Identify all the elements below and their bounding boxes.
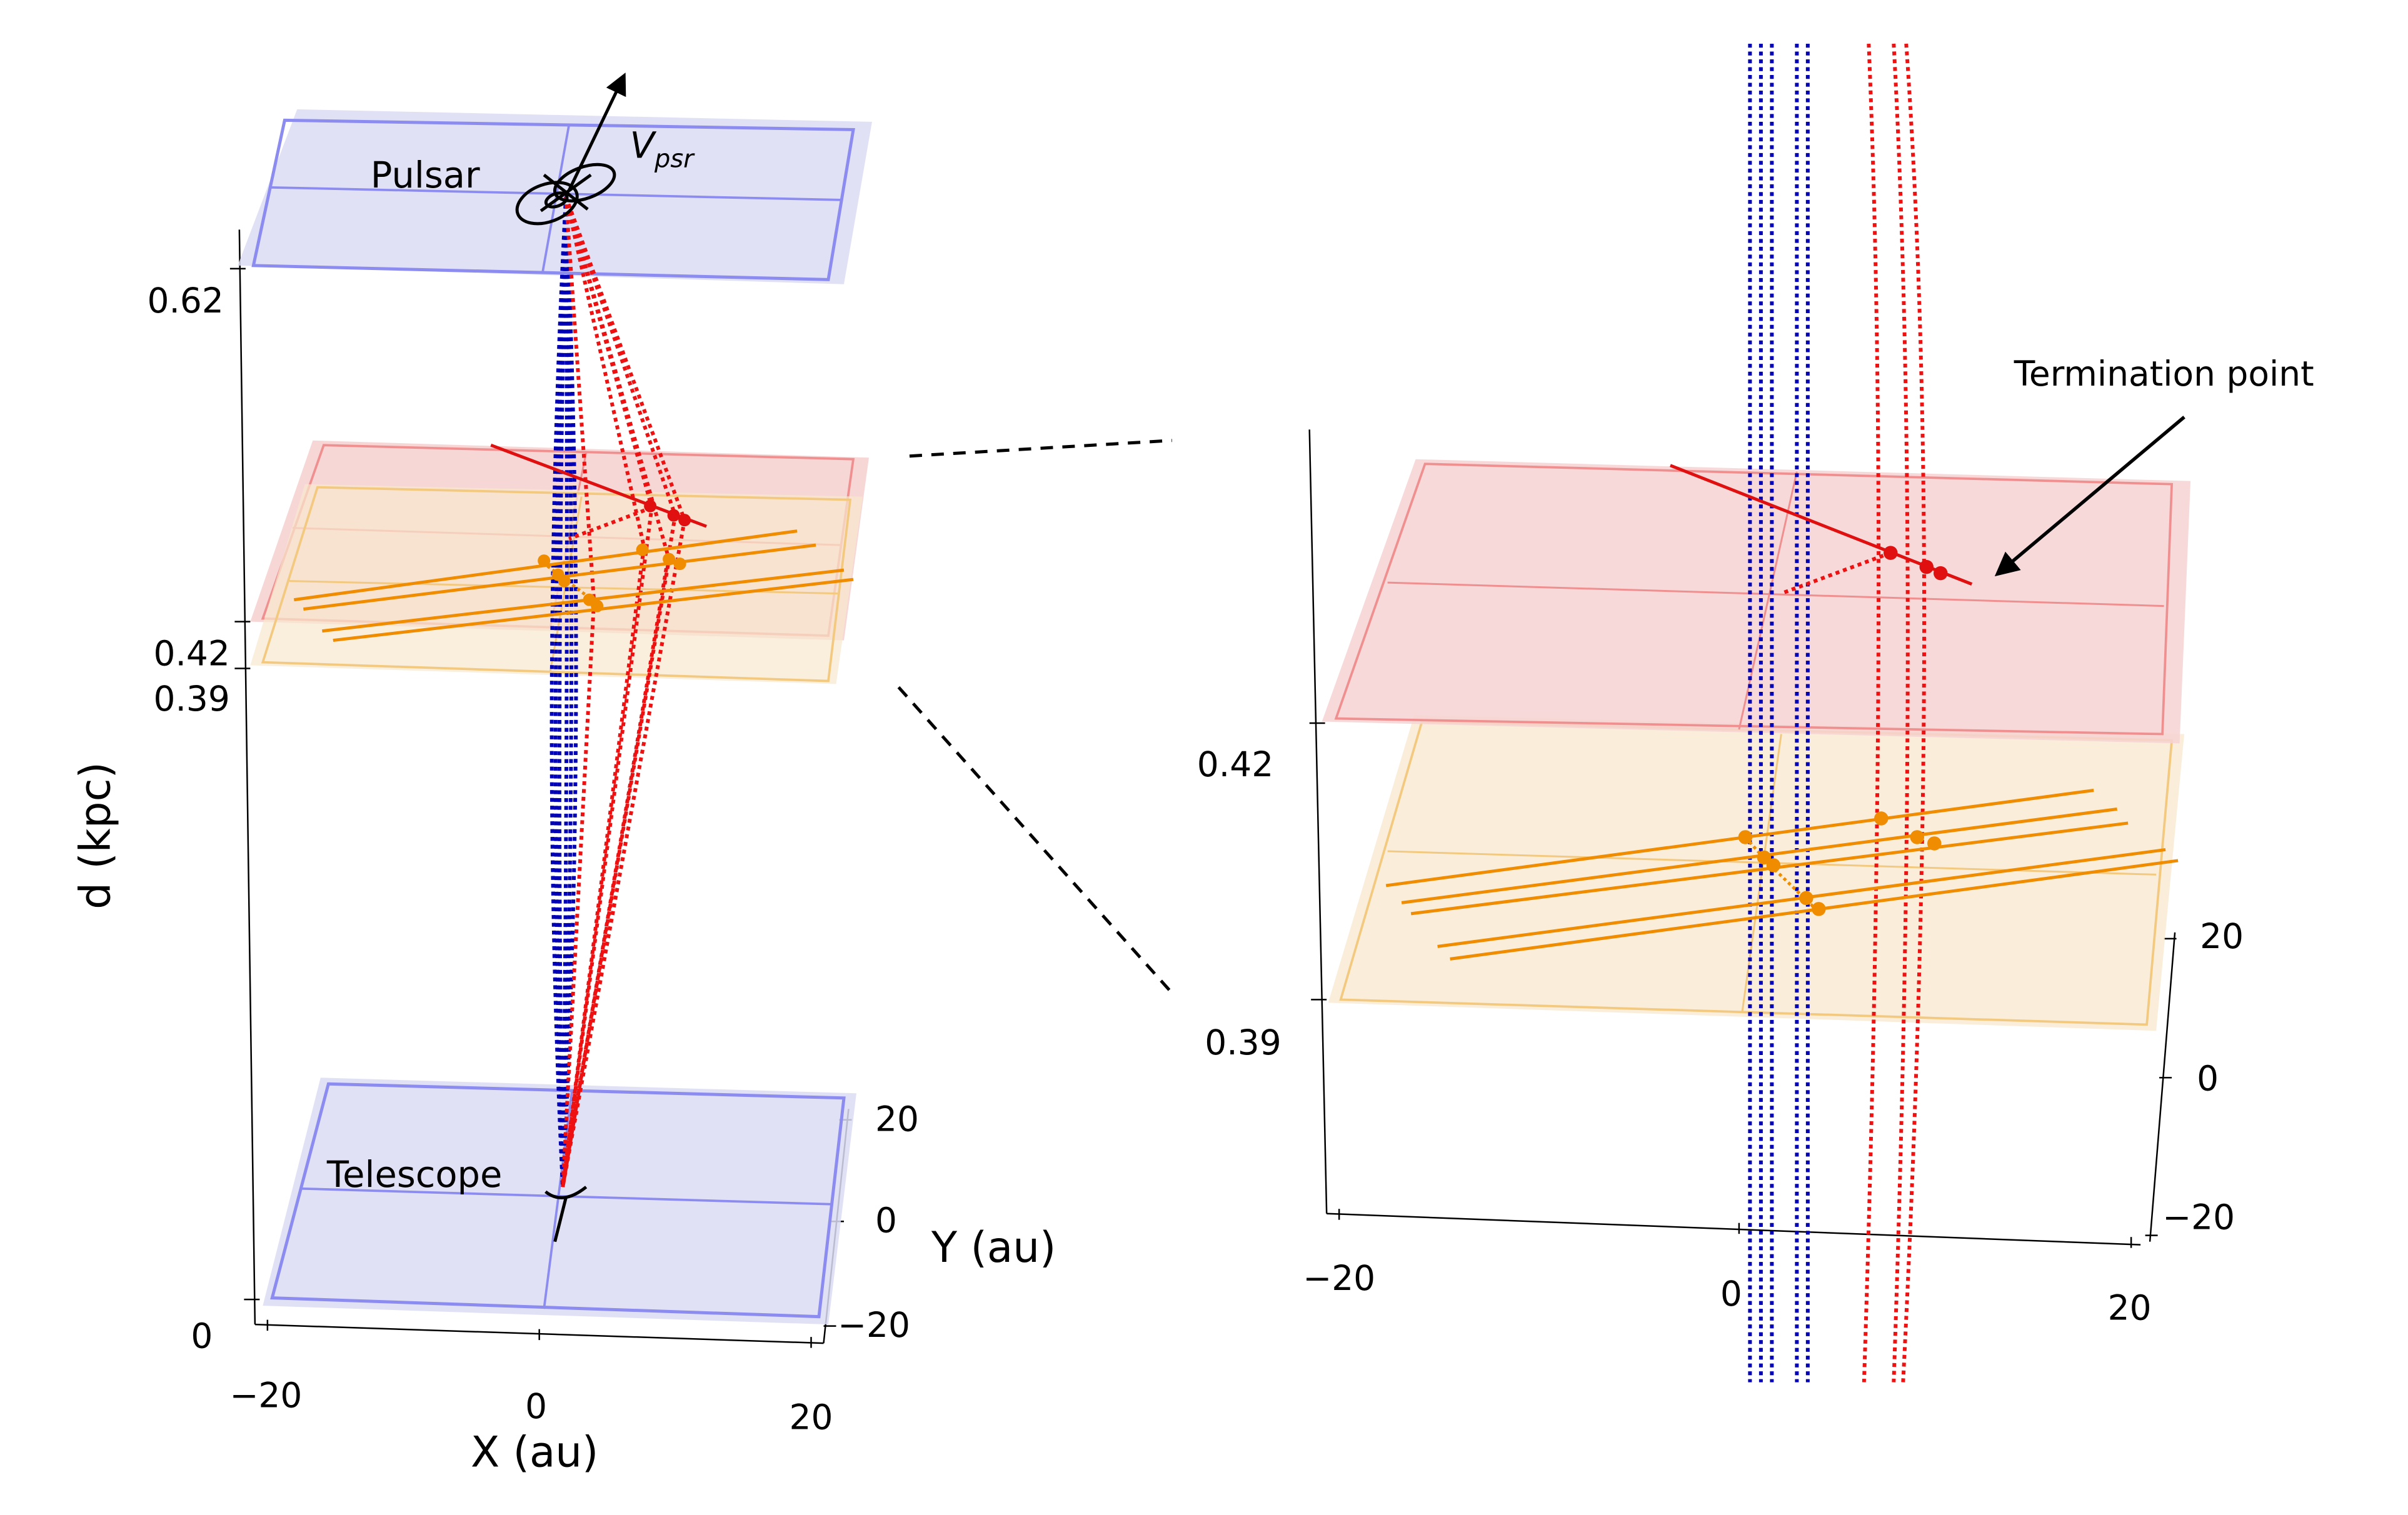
right-y-tick-label: 0: [2197, 1058, 2219, 1098]
right-d-tick-label: 0.42: [1197, 744, 1273, 784]
velocity-label: Vpsr: [630, 124, 696, 173]
termination-arrow: [1994, 416, 2185, 577]
right-d-axis: [1308, 429, 1328, 1214]
left-d-tick-label: 0.39: [153, 679, 229, 719]
y-axis-label: Y (au): [931, 1222, 1056, 1272]
left-orange-points: [538, 543, 686, 612]
pulsar-label: Pulsar: [371, 154, 480, 196]
telescope-icon: [544, 1186, 588, 1242]
left-d-axis: [229, 229, 260, 1325]
left-x-tick-label: 0: [525, 1386, 547, 1426]
zoom-connectors: [897, 439, 1176, 998]
right-x-tick-label: 0: [1720, 1274, 1742, 1314]
d-axis-label: d (kpc): [70, 762, 119, 909]
right-x-tick-label: 20: [2108, 1288, 2152, 1328]
left-x-tick-label: −20: [229, 1376, 302, 1416]
left-x-tick-label: 20: [790, 1398, 833, 1438]
telescope-label: Telescope: [326, 1154, 503, 1196]
left-y-tick-label: −20: [838, 1305, 910, 1345]
left-blue-paths: [549, 196, 578, 1188]
left-red-paths: [561, 196, 687, 1188]
left-x-axis: [254, 1319, 824, 1348]
right-x-tick-label: −20: [1303, 1258, 1375, 1298]
left-d-tick-label: 0.42: [153, 634, 229, 674]
right-orange-screen: [1328, 715, 2185, 1031]
right-d-tick-label: 0.39: [1205, 1022, 1281, 1062]
right-orange-points: [1738, 811, 1942, 916]
right-red-screen: [1322, 459, 2191, 744]
left-y-tick-label: 20: [875, 1099, 919, 1139]
termination-point: [1884, 546, 1898, 560]
right-y-axis: [2145, 932, 2177, 1242]
right-y-tick-label: 20: [2200, 916, 2244, 956]
telescope-plane: [263, 1078, 856, 1325]
right-red-line: [1670, 464, 1973, 586]
termination-label: Termination point: [2014, 354, 2314, 394]
velocity-arrow: [567, 72, 626, 191]
right-y-tick-label: −20: [2162, 1198, 2235, 1238]
left-y-tick-label: 0: [875, 1201, 897, 1241]
left-panel: Pulsar Vpsr Telescope 0.62 0.42 0.39 0 −…: [70, 72, 1056, 1477]
orange-screen: [250, 484, 863, 684]
right-panel: Termination point 0.42 0.39 −20 0 20 20 …: [1197, 43, 2314, 1382]
right-x-axis: [1327, 1209, 2141, 1248]
pulsar-plane: [238, 109, 872, 284]
left-d-tick-label: 0.62: [147, 281, 223, 321]
pulsar-icon: [515, 162, 616, 226]
left-red-line: [490, 443, 707, 528]
x-axis-label: X (au): [471, 1428, 598, 1477]
left-d-tick-label: 0: [191, 1316, 213, 1356]
right-red-paths: [1780, 43, 1927, 1382]
